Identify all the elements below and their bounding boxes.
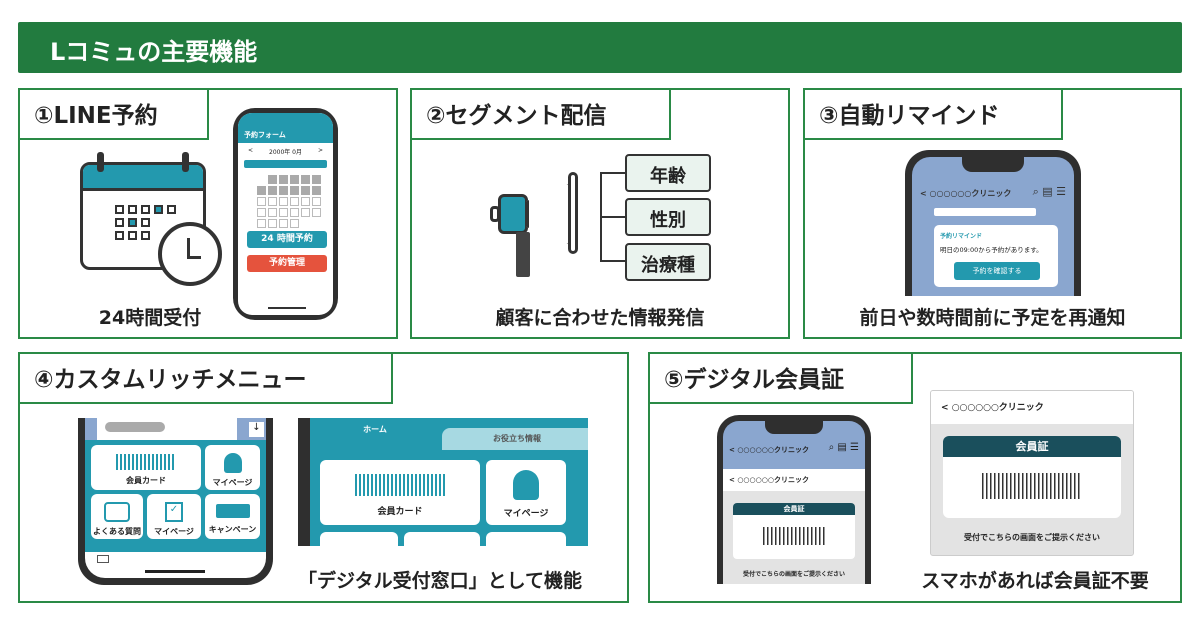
calendar-ring-icon — [97, 152, 104, 172]
next-month-button[interactable]: > — [317, 147, 323, 154]
form-header: 予約フォーム — [238, 113, 333, 143]
page-header: Lコミュの主要機能 — [18, 22, 1182, 73]
panel-label: ①LINE予約 — [18, 88, 209, 140]
back-icon[interactable]: < — [729, 476, 738, 484]
panel-label: ②セグメント配信 — [410, 88, 671, 140]
megaphone-icon — [490, 172, 600, 277]
menu-tile[interactable]: マイページ — [486, 460, 566, 525]
back-icon[interactable]: < — [729, 446, 738, 454]
calendar-icon — [80, 162, 206, 270]
date-grid — [238, 168, 333, 229]
member-card-phone: < ○○○○○○クリニック ⌕ ▤ ☰ < ○○○○○○クリニック 会員証 受付… — [717, 415, 871, 584]
menu-tile[interactable]: 会員カード — [91, 445, 201, 490]
menu-tile[interactable]: よくある質問 — [91, 494, 143, 539]
member-card-screen: < ○○○○○○クリニック 会員証 受付でこちらの画面をご提示ください — [930, 390, 1134, 556]
reminder-phone: < ○○○○○○クリニック ⌕ ▤ ☰ 予約リマインド 明日の09:00から予約… — [905, 150, 1081, 296]
header-icons[interactable]: ⌕ ▤ ☰ — [1032, 185, 1066, 198]
panel-caption: 顧客に合わせた情報発信 — [495, 307, 705, 329]
clock-icon — [158, 222, 222, 286]
menu-tile[interactable]: マイページ — [205, 445, 260, 490]
reminder-message: 予約リマインド 明日の09:00から予約があります。 予約を確認する — [934, 225, 1058, 287]
collapse-arrow-icon[interactable]: ↓ — [249, 422, 264, 437]
panel-caption: 「デジタル受付窓口」として機能 — [297, 570, 583, 592]
menu-tile[interactable]: ✓マイページ — [147, 494, 201, 539]
rich-menu-large: ホーム お役立ち情報 会員カード マイページ — [298, 418, 588, 546]
menu-tile[interactable]: 会員カード — [320, 460, 480, 525]
panel-label: ④カスタムリッチメニュー — [18, 352, 393, 404]
panel-label: ③自動リマインド — [803, 88, 1063, 140]
calendar-ring-icon — [182, 152, 189, 172]
month-nav: < 2000年 0月 > — [238, 143, 333, 160]
back-icon[interactable]: < — [941, 403, 952, 413]
prev-month-button[interactable]: < — [248, 147, 254, 154]
panel-caption: 24時間受付 — [98, 307, 202, 329]
chat-title: ○○○○○○クリニック — [929, 189, 1012, 198]
month-label: 2000年 0月 — [269, 149, 302, 156]
confirm-booking-button[interactable]: 予約を確認する — [954, 262, 1040, 280]
page-title: Lコミュの主要機能 — [50, 38, 258, 66]
book-24h-button[interactable]: 24 時間予約 — [247, 231, 327, 248]
back-icon[interactable]: < — [920, 189, 930, 198]
segment-tag: 治療種 — [625, 243, 711, 281]
rich-menu-phone: ↓ 会員カード マイページ よくある質問 ✓マイページ キャンペーン — [78, 418, 273, 585]
menu-tile[interactable]: キャンペーン — [205, 494, 260, 539]
panel-caption: スマホがあれば会員証不要 — [921, 570, 1149, 592]
barcode — [982, 473, 1082, 499]
tab-home[interactable]: ホーム — [363, 425, 387, 434]
keyboard-icon[interactable] — [97, 555, 109, 563]
segment-tag: 性別 — [625, 198, 711, 236]
barcode — [763, 527, 825, 545]
tab-useful-info[interactable]: お役立ち情報 — [442, 428, 588, 450]
manage-booking-button[interactable]: 予約管理 — [247, 255, 327, 272]
panel-caption: 前日や数時間前に予定を再通知 — [859, 307, 1126, 329]
segment-tag: 年齢 — [625, 154, 711, 192]
panel-label: ⑤デジタル会員証 — [648, 352, 913, 404]
header-icons[interactable]: ⌕ ▤ ☰ — [828, 442, 859, 453]
booking-phone: 予約フォーム < 2000年 0月 > 24 時間予約 予約管理 — [233, 108, 338, 320]
chat-header: < ○○○○○○クリニック — [920, 188, 1011, 199]
